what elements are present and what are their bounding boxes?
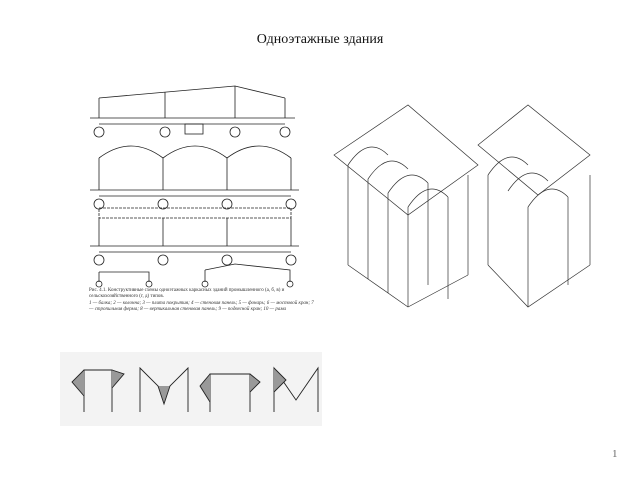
isometric-structure-b xyxy=(477,104,591,308)
frame-sections-drawing xyxy=(90,85,299,288)
isometric-drawing xyxy=(333,104,591,308)
isometric-structure-a xyxy=(333,104,479,308)
building-frame-schemes-figure: Рис. 4.1. Конструктивные схемы одноэтажн… xyxy=(85,78,323,350)
moment-diagrams-drawing xyxy=(71,366,319,412)
page-number: 1 xyxy=(612,448,618,460)
slide-title: Одноэтажные здания xyxy=(256,32,384,47)
isometric-frame-structures-figure xyxy=(328,95,600,327)
caption-legend: 1 — балка; 2 — колонна; 3 — плита покрыт… xyxy=(89,300,314,312)
frame-moment-diagrams-figure xyxy=(60,352,322,426)
figure-caption: Рис. 4.1. Конструктивные схемы одноэтажн… xyxy=(89,288,319,313)
caption-title: Рис. 4.1. Конструктивные схемы одноэтажн… xyxy=(89,288,285,300)
